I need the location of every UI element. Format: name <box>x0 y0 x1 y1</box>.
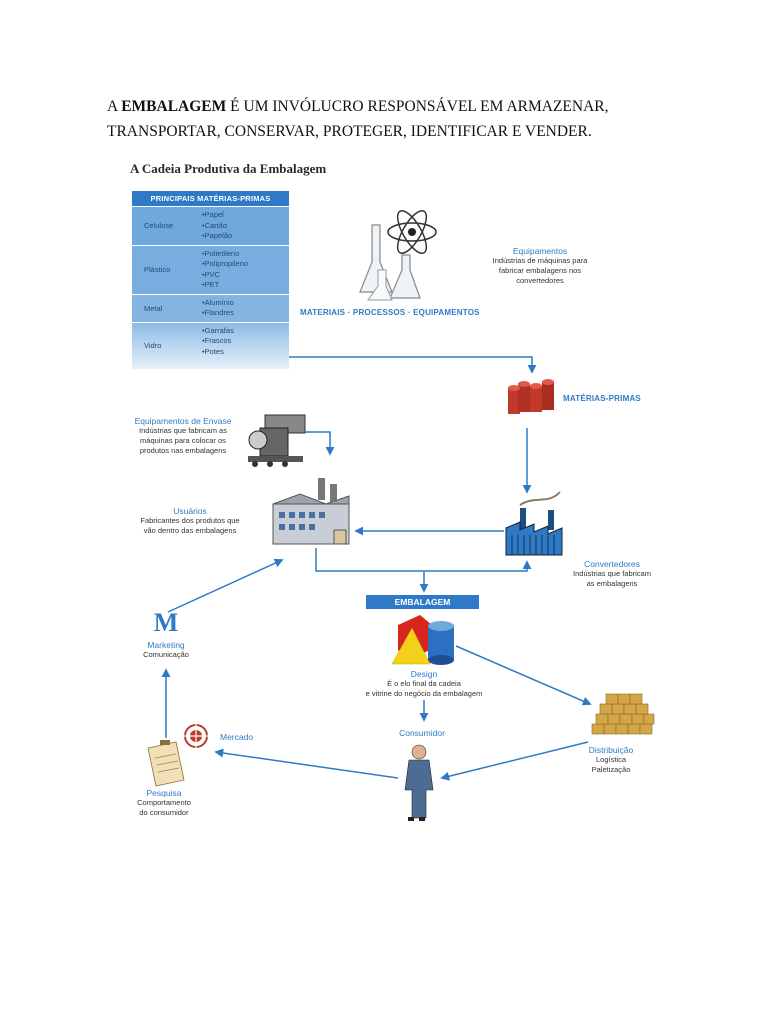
usuarios-factory-icon <box>272 478 350 545</box>
diagram-title: A Cadeia Produtiva da Embalagem <box>130 161 327 176</box>
design-shapes-icon <box>391 615 454 665</box>
marketing-desc: Comunicação <box>143 650 189 659</box>
marketing-logo-icon <box>144 614 188 636</box>
convertedores-title: Convertedores <box>584 559 640 569</box>
mercado-label: Mercado <box>220 732 254 742</box>
row-item: Papel <box>202 210 289 221</box>
equipamentos-desc-1: Indústrias de máquinas para <box>492 256 588 265</box>
convertedores-block: Convertedores Indústrias que fabricam as… <box>552 559 672 589</box>
row-items: Papel Cartão Papelão <box>202 207 289 245</box>
row-category: Plástico <box>144 265 171 274</box>
convertedores-desc-2: as embalagens <box>586 579 638 588</box>
consumidor-figure-icon <box>404 744 434 821</box>
equipamentos-block: Equipamentos Indústrias de máquinas para… <box>470 246 610 286</box>
intro-rest: É UM INVÓLUCRO RESPONSÁVEL EM ARMAZENAR,… <box>107 98 609 140</box>
row-item: PVC <box>202 270 289 281</box>
marketing-logo: M <box>153 608 179 637</box>
row-items: Garrafas Frascos Potes <box>202 323 289 370</box>
pesquisa-title: Pesquisa <box>146 788 182 798</box>
materiais-banner: MATERIAIS · PROCESSOS · EQUIPAMENTOS <box>300 308 480 317</box>
row-item: Garrafas <box>202 326 289 337</box>
row-item: Flandres <box>202 308 289 319</box>
row-item: Frascos <box>202 336 289 347</box>
materias-primas-table: PRINCIPAIS MATÉRIAS-PRIMAS Celulose Pape… <box>132 191 289 369</box>
pesquisa-block: Pesquisa Comportamento do consumidor <box>120 788 208 818</box>
envase-block: Equipamentos de Envase Indústrias que fa… <box>122 416 244 456</box>
marketing-title: Marketing <box>147 640 185 650</box>
row-category: Metal <box>144 303 163 313</box>
distribuicao-pallet-icon <box>591 693 655 735</box>
envase-desc-2: máquinas para colocar os <box>140 436 226 445</box>
distribuicao-title: Distribuição <box>588 745 634 755</box>
intro-bold: EMBALAGEM <box>121 98 227 115</box>
row-item: Papelão <box>202 231 289 242</box>
consumidor-label: Consumidor <box>399 728 445 738</box>
pesquisa-desc-2: do consumidor <box>139 808 189 817</box>
table-header: PRINCIPAIS MATÉRIAS-PRIMAS <box>132 191 289 206</box>
row-item: Potes <box>202 347 289 358</box>
envase-title: Equipamentos de Envase <box>134 416 232 426</box>
row-item: Alumínio <box>202 298 289 309</box>
envase-desc-1: Indústrias que fabricam as <box>139 426 227 435</box>
design-desc-1: É o elo final da cadeia <box>387 679 461 688</box>
convertedores-desc-1: Indústrias que fabricam <box>573 569 651 578</box>
embalagem-box: EMBALAGEM <box>366 595 479 609</box>
intro-prefix: A <box>107 98 122 115</box>
atom-icon <box>387 209 437 255</box>
distribuicao-desc-1: Logística <box>595 755 627 764</box>
distribuicao-desc-2: Paletização <box>591 765 631 774</box>
materias-primas-rolls-icon <box>508 379 554 414</box>
design-block: Design É o elo final da cadeia e vitrine… <box>334 669 514 699</box>
usuarios-desc-1: Fabricantes dos produtos que <box>140 516 240 525</box>
equipamentos-desc-2: fabricar embalagens nos <box>498 266 582 275</box>
intro-paragraph: A EMBALAGEM É UM INVÓLUCRO RESPONSÁVEL E… <box>107 94 667 144</box>
row-item: Cartão <box>202 221 289 232</box>
row-category: Vidro <box>144 341 162 351</box>
envase-desc-3: produtos nas embalagens <box>139 446 227 455</box>
row-item: Polietileno <box>202 249 289 260</box>
row-items: Polietileno Polipropileno PVC PET <box>202 246 289 294</box>
row-item: Polipropileno <box>202 259 289 270</box>
row-item: PET <box>202 280 289 291</box>
convertedores-factory-icon <box>505 491 563 556</box>
design-desc-2: e vitrine do negócio da embalagem <box>365 689 483 698</box>
table-row: Metal Alumínio Flandres <box>132 293 289 322</box>
flask-icon <box>359 224 421 301</box>
mercado-target-icon <box>182 722 210 750</box>
envase-machine-icon <box>248 414 306 467</box>
materias-primas-label: MATÉRIAS-PRIMAS <box>563 394 641 403</box>
design-title: Design <box>410 669 438 679</box>
row-category: Celulose <box>144 221 174 231</box>
pesquisa-desc-1: Comportamento <box>137 798 191 807</box>
row-items: Alumínio Flandres <box>202 295 289 322</box>
table-row: Celulose Papel Cartão Papelão <box>132 206 289 245</box>
equipamentos-title: Equipamentos <box>512 246 568 256</box>
table-row: Plástico Polietileno Polipropileno PVC P… <box>132 244 289 294</box>
table-row: Vidro Garrafas Frascos Potes <box>132 321 289 370</box>
marketing-block: Marketing Comunicação <box>124 640 208 660</box>
distribuicao-block: Distribuição Logística Paletização <box>576 745 646 775</box>
usuarios-desc-2: vão dentro das embalagens <box>143 526 237 535</box>
pesquisa-clipboard-icon <box>147 740 185 787</box>
usuarios-title: Usuários <box>173 506 207 516</box>
equipamentos-desc-3: convertedores <box>516 276 564 285</box>
usuarios-block: Usuários Fabricantes dos produtos que vã… <box>120 506 260 536</box>
